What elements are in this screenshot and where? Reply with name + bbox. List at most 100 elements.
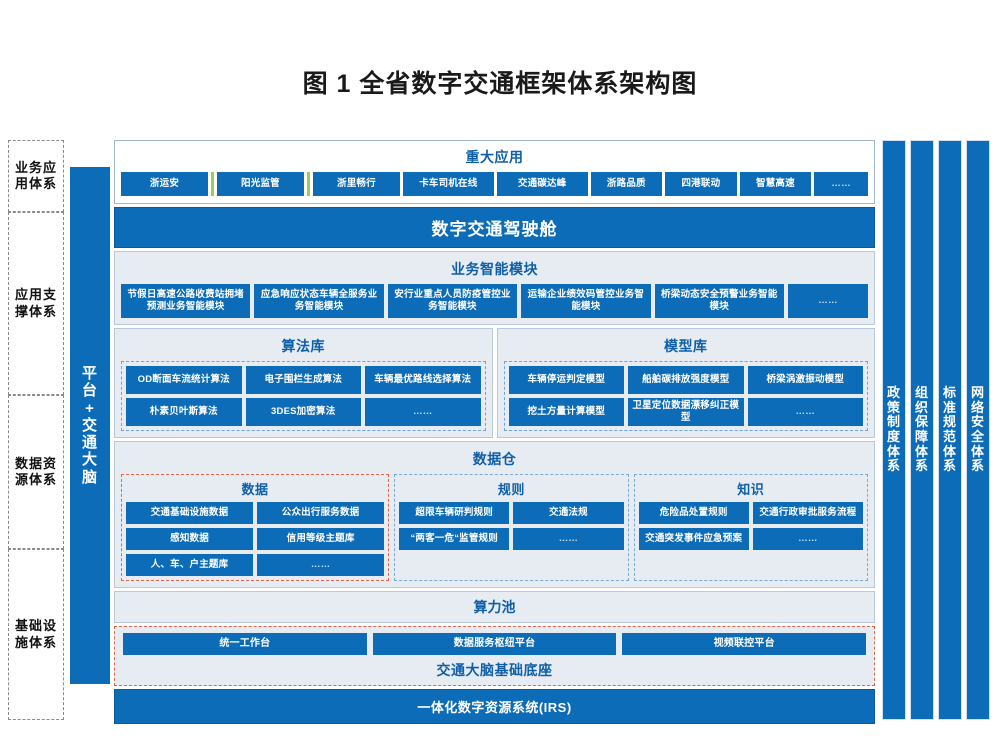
rules-group-title: 规则 — [497, 482, 525, 497]
pillar-organization-guarantee: 组织保障体系 — [910, 140, 934, 720]
data-group-grid: 交通基础设施数据 公众出行服务数据 感知数据 信用等级主题库 人、车、户主题库 … — [126, 502, 385, 576]
brain-base-panel: 统一工作台 数据服务枢纽平台 视频联控平台 交通大脑基础底座 — [114, 626, 875, 686]
rules-group-grid: 超限车辆研判规则 交通法规 “两客一危“监管规则 …… — [399, 502, 624, 550]
brain-base-row: 统一工作台 数据服务枢纽平台 视频联控平台 — [123, 633, 867, 655]
data-chip-credit-rating-subject[interactable]: 信用等级主题库 — [257, 528, 385, 550]
tier-label-text: 基础设施体系 — [14, 618, 57, 650]
data-chip-infrastructure[interactable]: 交通基础设施数据 — [126, 502, 254, 524]
library-row: 算法库 OD断面车流统计算法 电子围栏生成算法 车辆最优路线选择算法 朴素贝叶斯… — [114, 328, 875, 438]
rule-chip-traffic-regulations[interactable]: 交通法规 — [513, 502, 624, 524]
digital-transport-cockpit-bar: 数字交通驾驶舱 — [114, 207, 875, 248]
model-chip-gnss-drift-correction[interactable]: 卫星定位数据漂移纠正模型 — [628, 398, 744, 426]
data-chip-perception[interactable]: 感知数据 — [126, 528, 254, 550]
algorithm-chip-3des-encryption[interactable]: 3DES加密算法 — [245, 398, 361, 426]
rule-chip-overload-vehicle-judgement[interactable]: 超限车辆研判规则 — [399, 502, 510, 524]
platform-brain-bar: 平台 + 交通大脑 — [70, 167, 110, 684]
app-separator — [306, 172, 310, 196]
algorithm-chip-geofence-generation[interactable]: 电子围栏生成算法 — [245, 366, 361, 394]
platform-chip-data-service-hub[interactable]: 数据服务枢纽平台 — [372, 633, 617, 655]
algorithm-chip-od-section-flow[interactable]: OD断面车流统计算法 — [126, 366, 242, 394]
model-chip-ship-carbon-intensity[interactable]: 船舶碳排放强度模型 — [628, 366, 744, 394]
model-chip-vehicle-suspension-decision[interactable]: 车辆停运判定模型 — [508, 366, 624, 394]
tier-label-data-resource: 数据资源体系 — [8, 395, 64, 549]
knowledge-group-row-2: 交通突发事件应急预案 …… — [638, 528, 863, 550]
module-chip-emergency-vehicle-service[interactable]: 应急响应状态车辆全服务业务智能模块 — [254, 284, 384, 318]
data-warehouse-title: 数据仓 — [472, 451, 517, 467]
data-chip-public-travel-service[interactable]: 公众出行服务数据 — [257, 502, 385, 524]
model-chip-earthwork-volume[interactable]: 挖土方量计算模型 — [508, 398, 624, 426]
rule-chip-two-passenger-one-danger[interactable]: “两客一危“监管规则 — [399, 528, 510, 550]
data-group-row-2: 感知数据 信用等级主题库 — [126, 528, 385, 550]
pillar-policy-system: 政策制度体系 — [882, 140, 906, 720]
algorithm-row-1: OD断面车流统计算法 电子围栏生成算法 车辆最优路线选择算法 — [126, 366, 481, 394]
page-title: 图 1 全省数字交通框架体系架构图 — [302, 70, 698, 98]
knowledge-chip-admin-approval-process[interactable]: 交通行政审批服务流程 — [752, 502, 863, 524]
platform-chip-video-control[interactable]: 视频联控平台 — [622, 633, 867, 655]
module-chip-key-personnel-epidemic-control[interactable]: 安行业重点人员防疫管控业务智能模块 — [387, 284, 518, 318]
algorithm-library-title: 算法库 — [281, 338, 325, 354]
module-chip-more[interactable]: …… — [787, 284, 868, 318]
tier-label-text: 业务应用体系 — [14, 159, 57, 191]
data-group-title: 数据 — [241, 482, 269, 497]
center-stack: 重大应用 浙运安 阳光监管 浙里畅行 卡车司机在线 交通碳达峰 浙路品质 四港联… — [114, 140, 875, 724]
pillar-label: 网络安全体系 — [970, 385, 985, 474]
app-chip-zheli-changxing[interactable]: 浙里畅行 — [312, 172, 400, 196]
pillar-standard-specification: 标准规范体系 — [938, 140, 962, 720]
data-warehouse-columns: 数据 交通基础设施数据 公众出行服务数据 感知数据 信用等级主题库 人、车、户主… — [121, 474, 868, 581]
pillar-label: 标准规范体系 — [942, 385, 957, 474]
tier-label-column: 业务应用体系 应用支撑体系 数据资源体系 基础设施体系 — [8, 140, 64, 720]
app-chip-traffic-carbon-peak[interactable]: 交通碳达峰 — [496, 172, 588, 196]
app-chip-sunshine-supervision[interactable]: 阳光监管 — [216, 172, 304, 196]
tier-label-infrastructure: 基础设施体系 — [8, 549, 64, 720]
module-chip-bridge-safety-warning[interactable]: 桥梁动态安全预警业务智能模块 — [654, 284, 784, 318]
business-modules-title: 业务智能模块 — [451, 261, 538, 277]
app-chip-more[interactable]: …… — [814, 172, 869, 196]
app-chip-truck-driver-online[interactable]: 卡车司机在线 — [402, 172, 494, 196]
data-chip-person-vehicle-household[interactable]: 人、车、户主题库 — [126, 554, 254, 576]
tier-label-business-application: 业务应用体系 — [8, 140, 64, 212]
data-warehouse-group-rules: 规则 超限车辆研判规则 交通法规 “两客一危“监管规则 …… — [394, 474, 629, 581]
data-warehouse-group-knowledge: 知识 危险品处置规则 交通行政审批服务流程 交通突发事件应急预案 …… — [633, 474, 868, 581]
business-modules-row: 节假日高速公路收费站拥堵预测业务智能模块 应急响应状态车辆全服务业务智能模块 安… — [121, 284, 868, 318]
data-warehouse-group-data: 数据 交通基础设施数据 公众出行服务数据 感知数据 信用等级主题库 人、车、户主… — [121, 474, 390, 581]
data-group-row-3: 人、车、户主题库 …… — [126, 554, 385, 576]
pillar-label: 组织保障体系 — [914, 385, 929, 474]
module-chip-transport-performance-code[interactable]: 运输企业绩效码管控业务智能模块 — [521, 284, 651, 318]
architecture-diagram: 业务应用体系 应用支撑体系 数据资源体系 基础设施体系 平台 + 交通大脑 重大… — [8, 140, 992, 724]
knowledge-chip-emergency-plan[interactable]: 交通突发事件应急预案 — [638, 528, 749, 550]
algorithm-row-2: 朴素贝叶斯算法 3DES加密算法 …… — [126, 398, 481, 426]
support-pillars: 政策制度体系 组织保障体系 标准规范体系 网络安全体系 — [880, 140, 992, 720]
app-chip-smart-expressway[interactable]: 智慧高速 — [739, 172, 812, 196]
knowledge-chip-more[interactable]: …… — [752, 528, 863, 550]
app-separator — [210, 172, 214, 196]
knowledge-group-grid: 危险品处置规则 交通行政审批服务流程 交通突发事件应急预案 …… — [638, 502, 863, 550]
model-chip-more[interactable]: …… — [747, 398, 863, 426]
algorithm-chip-naive-bayes[interactable]: 朴素贝叶斯算法 — [126, 398, 242, 426]
model-library-title: 模型库 — [664, 338, 708, 354]
major-applications-panel: 重大应用 浙运安 阳光监管 浙里畅行 卡车司机在线 交通碳达峰 浙路品质 四港联… — [114, 140, 875, 204]
knowledge-chip-hazmat-handling[interactable]: 危险品处置规则 — [638, 502, 749, 524]
model-chip-bridge-vortex-vibration[interactable]: 桥梁涡激振动模型 — [747, 366, 863, 394]
module-chip-holiday-toll-congestion[interactable]: 节假日高速公路收费站拥堵预测业务智能模块 — [121, 284, 251, 318]
rules-group-row-1: 超限车辆研判规则 交通法规 — [399, 502, 624, 524]
platform-brain-label: 平台 + 交通大脑 — [81, 365, 98, 486]
app-chip-zhelu-quality[interactable]: 浙路品质 — [590, 172, 663, 196]
tier-label-text: 应用支撑体系 — [14, 287, 57, 319]
algorithm-chip-optimal-route[interactable]: 车辆最优路线选择算法 — [365, 366, 481, 394]
model-library-box: 车辆停运判定模型 船舶碳排放强度模型 桥梁涡激振动模型 挖土方量计算模型 卫星定… — [503, 361, 868, 431]
rules-group-row-2: “两客一危“监管规则 …… — [399, 528, 624, 550]
model-library-panel: 模型库 车辆停运判定模型 船舶碳排放强度模型 桥梁涡激振动模型 挖土方量计算模型… — [496, 328, 875, 438]
pillar-network-security: 网络安全体系 — [966, 140, 990, 720]
app-chip-zheyunan[interactable]: 浙运安 — [121, 172, 208, 196]
tier-label-text: 数据资源体系 — [14, 455, 57, 487]
tier-label-application-support: 应用支撑体系 — [8, 212, 64, 395]
rule-chip-more[interactable]: …… — [513, 528, 624, 550]
platform-chip-unified-workbench[interactable]: 统一工作台 — [123, 633, 367, 655]
algorithm-chip-more[interactable]: …… — [365, 398, 481, 426]
knowledge-group-title: 知识 — [737, 482, 765, 497]
major-applications-title: 重大应用 — [465, 149, 524, 165]
app-chip-four-ports-linkage[interactable]: 四港联动 — [665, 172, 737, 196]
business-modules-panel: 业务智能模块 节假日高速公路收费站拥堵预测业务智能模块 应急响应状态车辆全服务业… — [114, 251, 875, 325]
data-chip-more[interactable]: …… — [257, 554, 385, 576]
compute-pool-bar: 算力池 — [114, 591, 875, 623]
